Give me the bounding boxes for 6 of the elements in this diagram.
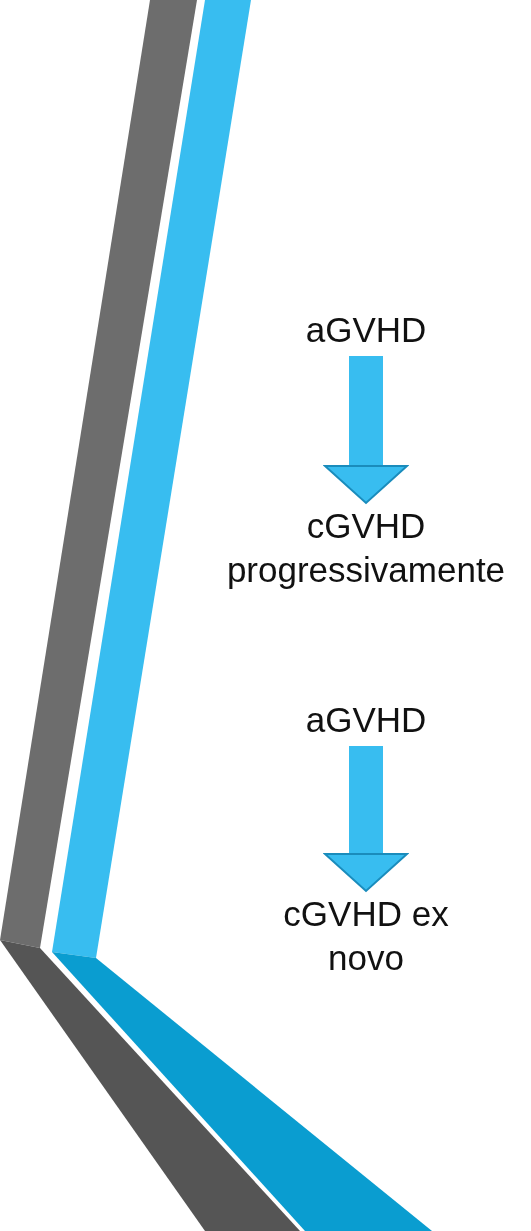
block-arrow xyxy=(324,356,408,504)
node-text: aGVHD xyxy=(305,699,427,741)
node-text: cGVHD ex novo xyxy=(282,893,450,979)
node-text: aGVHD xyxy=(305,309,427,351)
block-arrow xyxy=(324,746,408,892)
node-text: cGVHD progressivamente xyxy=(225,505,507,591)
